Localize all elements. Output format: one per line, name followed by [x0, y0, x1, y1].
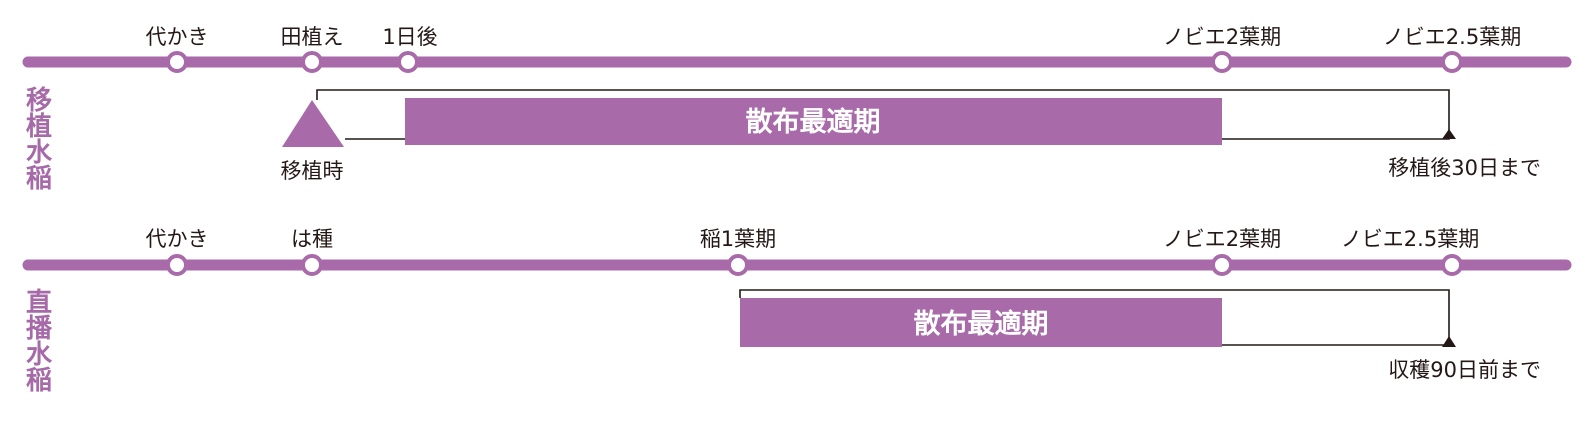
milestone-marker: [1211, 254, 1233, 276]
end-label: 移植後30日まで: [1388, 156, 1541, 180]
milestone-marker: [397, 51, 419, 73]
row1-timeline: 代かき 田植え 1日後 ノビエ2葉期 ノビエ2.5葉期 散布最適期 移植時 移植…: [22, 25, 1572, 183]
milestone-marker: [166, 254, 188, 276]
period-bracket: [739, 289, 1450, 346]
row1-side-label: 移 植 水 稲: [24, 88, 54, 192]
end-label: 収穫90日前まで: [1388, 358, 1541, 382]
milestone-marker: [301, 254, 323, 276]
start-label: 移植時: [281, 159, 344, 183]
milestone-marker: [1211, 51, 1233, 73]
milestone-marker: [727, 254, 749, 276]
end-marker-icon: [1442, 129, 1456, 139]
side-char: 直: [25, 288, 52, 318]
milestone-label: 代かき: [146, 227, 209, 251]
optimal-period-bar: [740, 298, 1222, 347]
side-char: 播: [25, 314, 52, 344]
milestone-label: 1日後: [382, 25, 437, 49]
milestone-label: 田植え: [281, 25, 344, 49]
row2-timeline: 代かき は種 稲1葉期 ノビエ2葉期 ノビエ2.5葉期 散布最適期 収穫90日前…: [22, 227, 1572, 382]
milestone-label: は種: [291, 227, 333, 251]
optimal-period-label: 散布最適期: [746, 106, 881, 138]
optimal-period-label: 散布最適期: [914, 308, 1049, 340]
side-char: 稲: [25, 366, 52, 396]
side-char: 水: [25, 138, 52, 168]
side-char: 移: [25, 86, 52, 116]
milestone-marker: [166, 51, 188, 73]
side-char: 稲: [25, 164, 52, 194]
milestone-label: ノビエ2.5葉期: [1383, 25, 1521, 49]
milestone-label: 稲1葉期: [700, 227, 776, 251]
optimal-period-bar: [405, 98, 1222, 145]
milestone-label: ノビエ2.5葉期: [1341, 227, 1479, 251]
milestone-marker: [1441, 51, 1463, 73]
milestone-marker: [301, 51, 323, 73]
side-char: 植: [25, 112, 52, 142]
milestone-label: ノビエ2葉期: [1163, 227, 1281, 251]
milestone-marker: [1441, 254, 1463, 276]
milestone-label: ノビエ2葉期: [1163, 25, 1281, 49]
transplant-triangle-icon: [282, 100, 344, 147]
milestone-label: 代かき: [146, 25, 209, 49]
end-marker-icon: [1442, 336, 1456, 347]
row2-side-label: 直 播 水 稲: [24, 290, 54, 394]
side-char: 水: [25, 340, 52, 370]
